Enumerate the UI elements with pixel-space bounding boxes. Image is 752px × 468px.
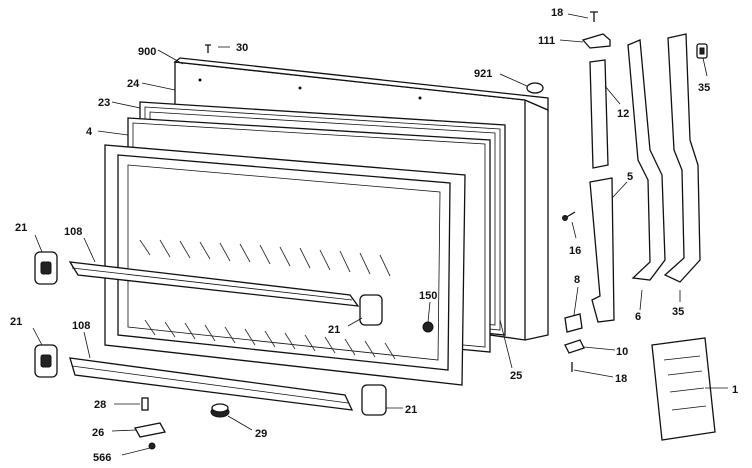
stop-28 <box>141 397 149 411</box>
plug-150 <box>422 321 434 333</box>
end-cap-middle <box>359 294 383 326</box>
label-5: 5 <box>627 171 633 183</box>
plug-921 <box>526 82 544 94</box>
instruction-booklet <box>651 337 716 441</box>
label-150: 150 <box>419 290 437 302</box>
label-30: 30 <box>236 42 248 54</box>
hinge-10 <box>564 339 585 354</box>
shelf-rail-lower <box>69 357 354 411</box>
leader-lines <box>32 13 728 456</box>
upper-shelf-slats <box>139 239 391 277</box>
label-18-bottom: 18 <box>615 373 627 385</box>
label-900: 900 <box>138 46 156 58</box>
screw-18-top <box>590 11 598 22</box>
bumper-29 <box>210 403 230 418</box>
screw-16 <box>562 211 576 221</box>
label-10: 10 <box>616 346 628 358</box>
label-21-left-top: 21 <box>15 222 27 234</box>
callout-labels: 18 111 900 30 921 24 23 12 35 4 5 21 108… <box>10 7 738 464</box>
label-21-mid: 21 <box>328 324 340 336</box>
inner-door-liner <box>104 144 466 386</box>
label-16: 16 <box>569 245 581 257</box>
label-108-bottom: 108 <box>72 320 90 332</box>
bracket-111 <box>581 33 611 49</box>
label-8: 8 <box>574 274 580 286</box>
end-cap-left-lower <box>34 344 58 378</box>
handle-35 <box>663 33 701 283</box>
screw-30 <box>205 44 211 53</box>
label-35-top: 35 <box>698 82 710 94</box>
label-111: 111 <box>538 35 555 47</box>
label-4: 4 <box>86 126 93 138</box>
label-29: 29 <box>255 428 267 440</box>
screw-566 <box>148 442 156 450</box>
label-18-top: 18 <box>551 7 563 19</box>
label-21-bottom: 21 <box>405 404 417 416</box>
plate-26 <box>133 422 167 438</box>
label-28: 28 <box>94 399 106 411</box>
lower-shelf-slats <box>144 319 396 360</box>
cap-35-top <box>696 43 708 59</box>
shelf-rail-upper <box>68 261 360 307</box>
label-6: 6 <box>635 311 641 323</box>
label-1: 1 <box>732 384 738 396</box>
part-8 <box>564 313 583 333</box>
label-566: 566 <box>93 452 111 464</box>
label-25: 25 <box>510 370 522 382</box>
handle-bracket-5 <box>589 177 615 323</box>
handle-strip-12 <box>589 59 609 169</box>
label-23: 23 <box>98 97 110 109</box>
label-108-top: 108 <box>64 226 82 238</box>
label-24: 24 <box>127 78 140 90</box>
label-921: 921 <box>474 68 492 80</box>
label-26: 26 <box>92 427 104 439</box>
end-cap-bottom <box>361 384 387 416</box>
label-12: 12 <box>617 108 629 120</box>
label-21-left-bottom: 21 <box>10 316 22 328</box>
handle-6 <box>627 39 666 281</box>
label-35-bottom: 35 <box>672 306 684 318</box>
end-cap-left-upper <box>34 251 58 285</box>
